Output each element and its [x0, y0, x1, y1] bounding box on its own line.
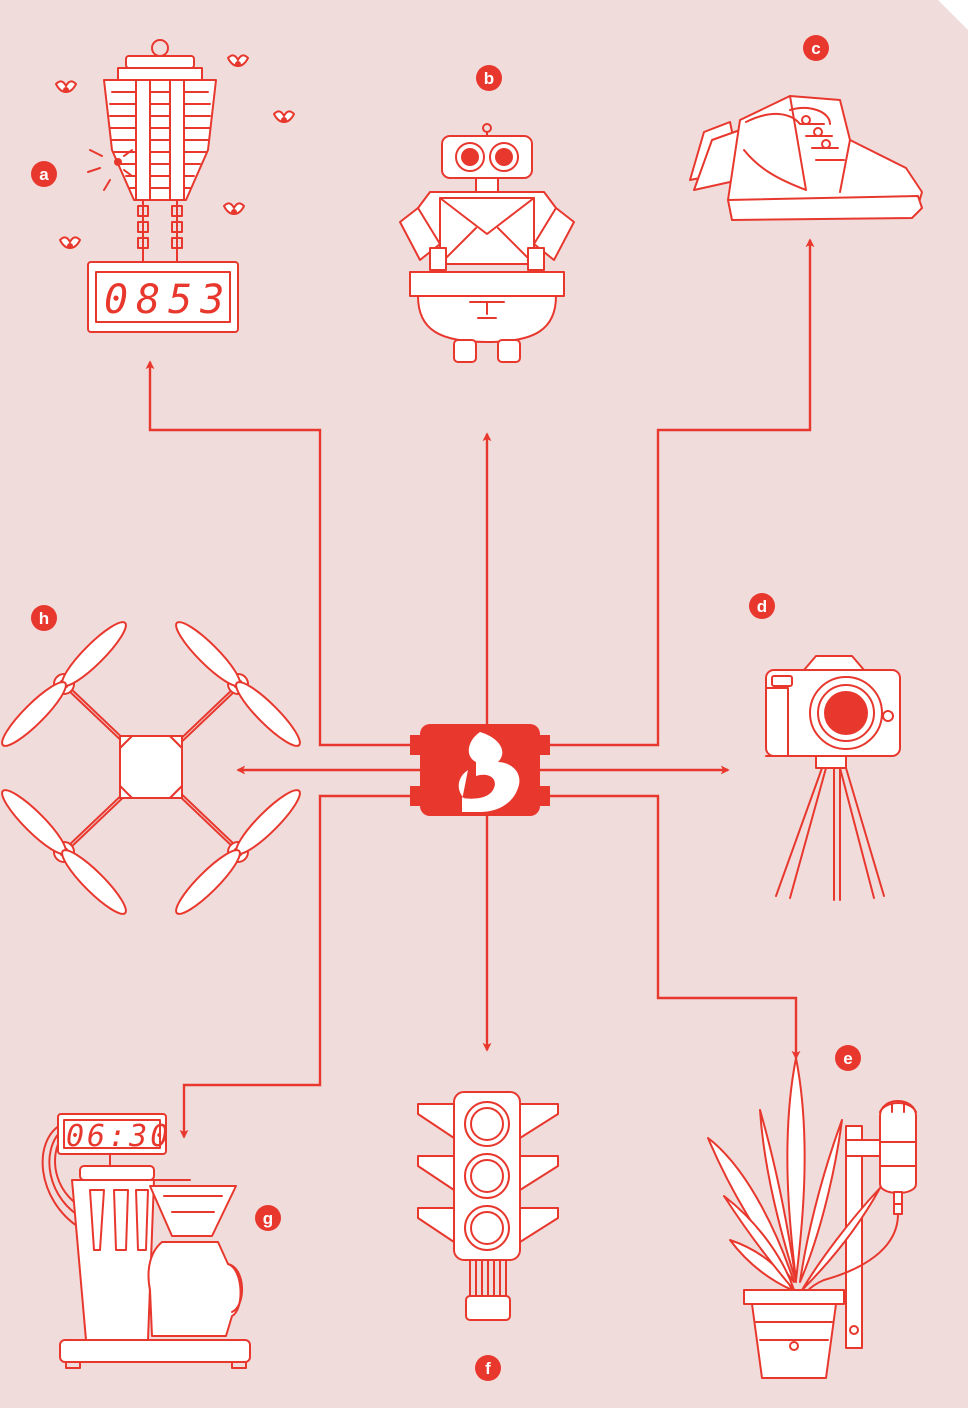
sneaker-icon	[689, 95, 923, 221]
badge-d: d	[749, 593, 775, 619]
badge-e: e	[835, 1045, 861, 1071]
connector-a	[145, 360, 420, 747]
badge-d-label: d	[757, 597, 767, 616]
mail-robot-icon	[399, 123, 575, 363]
badge-h: h	[31, 605, 57, 631]
plant-watering-icon	[707, 1057, 917, 1379]
traffic-light-icon	[417, 1091, 559, 1321]
counter-display: 0853	[104, 277, 232, 323]
connector-c	[540, 238, 815, 747]
connectors	[145, 238, 815, 1139]
badge-b: b	[476, 65, 502, 91]
hub-board	[410, 724, 550, 816]
camera-tripod-icon	[765, 655, 901, 901]
badge-c: c	[803, 35, 829, 61]
badge-a-label: a	[39, 165, 49, 184]
badge-g: g	[255, 1205, 281, 1231]
badge-e-label: e	[843, 1049, 852, 1068]
badge-b-label: b	[484, 69, 494, 88]
badge-f-label: f	[485, 1359, 491, 1378]
badge-a: a	[31, 161, 57, 187]
coffee-maker-timer-icon: 06:30	[41, 1113, 251, 1369]
badge-g-label: g	[263, 1209, 273, 1228]
bug-zapper-counter-icon: 0853	[55, 39, 295, 333]
badge-f: f	[475, 1355, 501, 1381]
fly-icons	[55, 54, 295, 249]
badge-h-label: h	[39, 609, 49, 628]
connector-g	[179, 794, 420, 1139]
connector-e	[540, 794, 801, 1060]
quadcopter-drone-icon	[1, 621, 301, 915]
badge-c-label: c	[811, 39, 820, 58]
timer-display: 06:30	[66, 1119, 171, 1154]
flame-logo-icon	[458, 732, 520, 812]
